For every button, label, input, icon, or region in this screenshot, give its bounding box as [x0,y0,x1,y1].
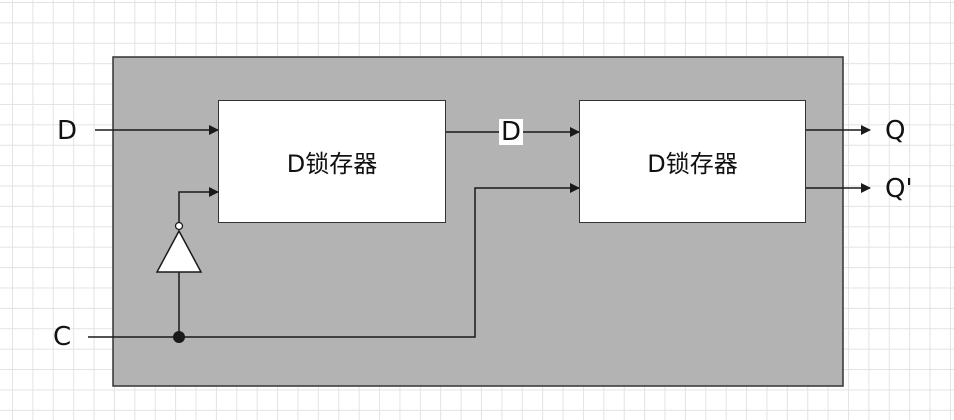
wire-inverted-clock [178,187,219,222]
d-latch-1-label: D锁存器 [286,150,378,178]
inverter-gate [155,229,203,273]
d-latch-2: D锁存器 [579,100,806,223]
input-d-label: D [57,116,78,146]
d-latch-1: D锁存器 [218,100,446,223]
wire-c-input [88,183,580,338]
internal-d-label: D [499,117,524,147]
inverter-bubble [174,221,184,231]
output-q-not-label: Q' [885,174,913,204]
output-q-label: Q [885,116,906,146]
input-c-label: C [53,322,72,352]
d-latch-2-label: D锁存器 [647,150,738,178]
